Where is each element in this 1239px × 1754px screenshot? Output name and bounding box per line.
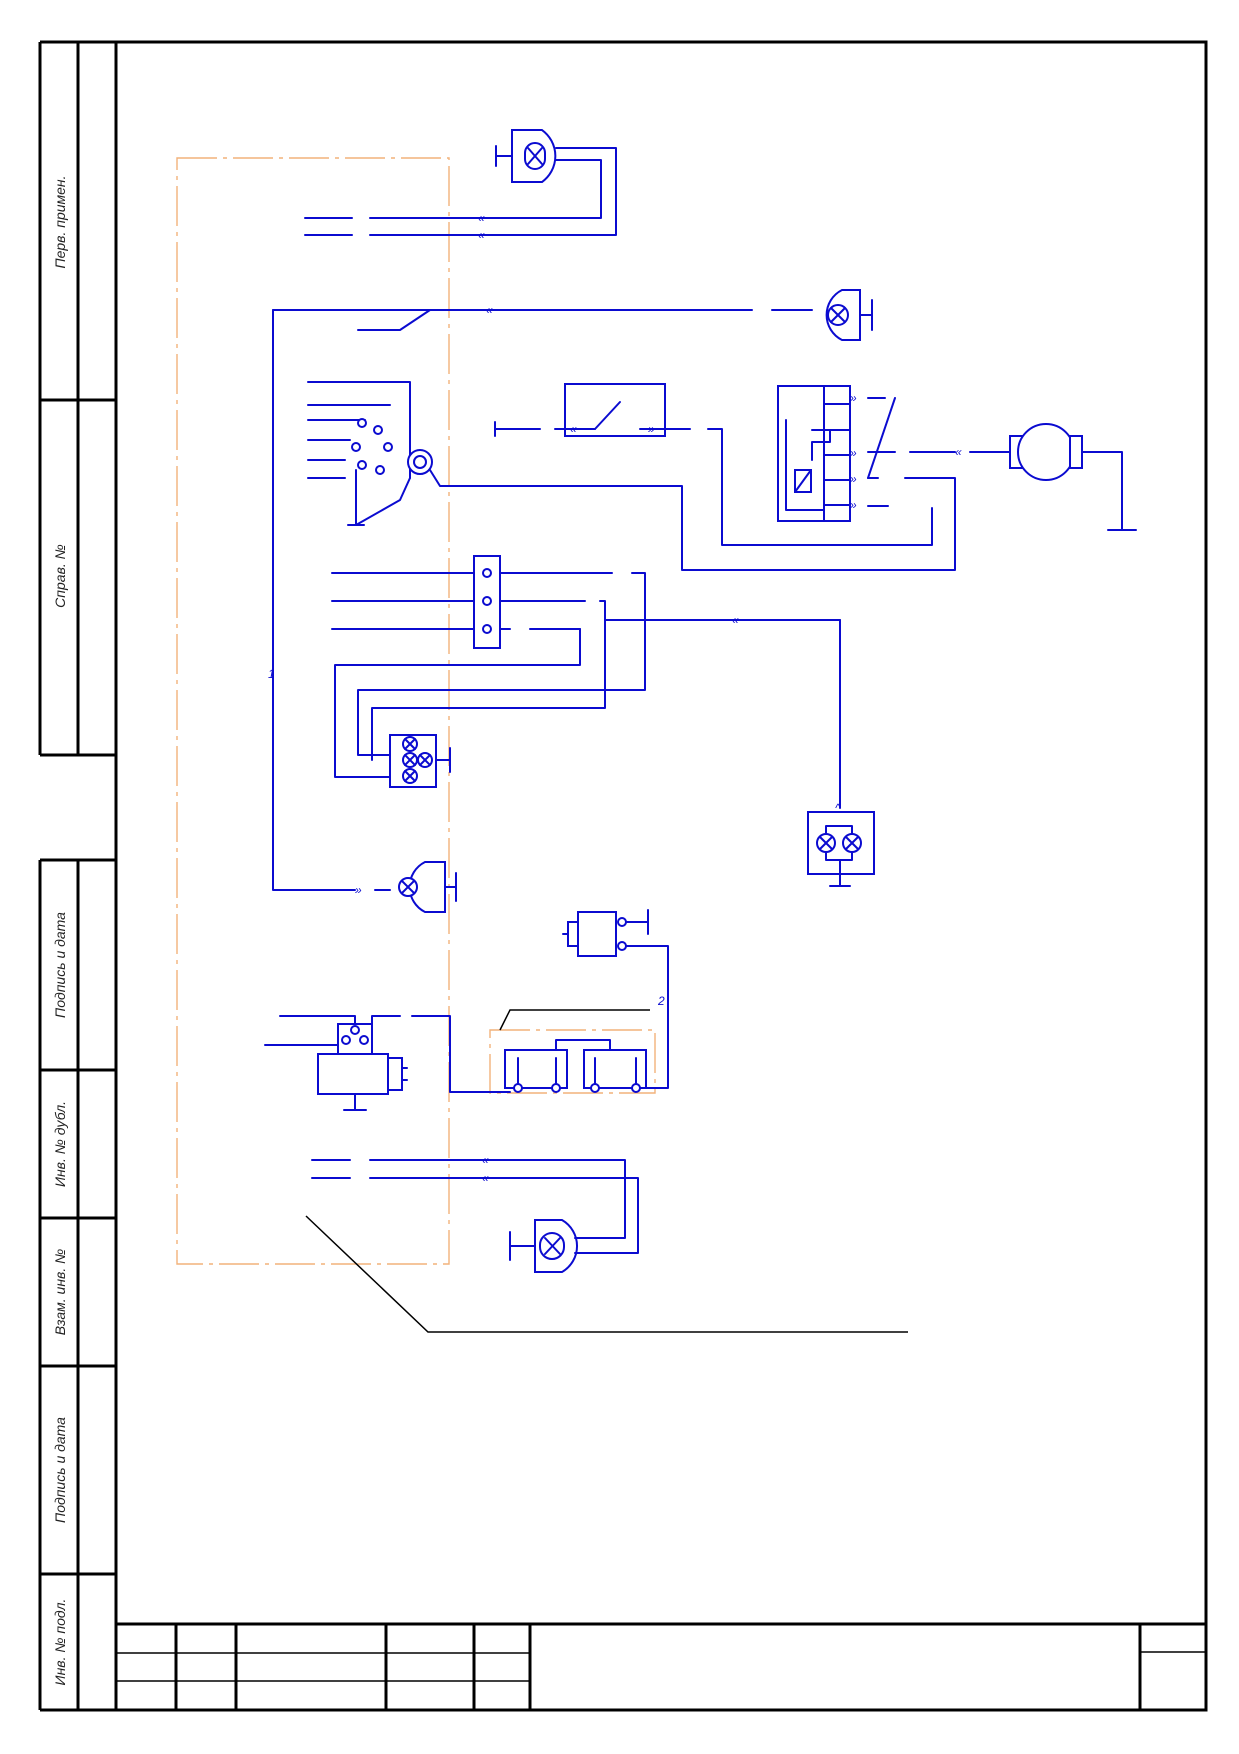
label-podpis-data-2: Подпись и дата bbox=[52, 1417, 68, 1523]
svg-text:»: » bbox=[850, 446, 857, 460]
arrow-switch-in: « bbox=[570, 422, 577, 436]
svg-text:»: » bbox=[850, 498, 857, 512]
arrow-bottom-2: « bbox=[482, 1171, 489, 1185]
fuse-block bbox=[331, 555, 613, 649]
horn bbox=[562, 909, 669, 1089]
arrow-bottom-1: « bbox=[482, 1153, 489, 1167]
wiper-motor: « bbox=[955, 423, 1137, 531]
bus-marker-1: 1 bbox=[268, 667, 275, 681]
tail-lamp-cluster bbox=[389, 734, 451, 788]
arrow-indicator: » bbox=[355, 883, 362, 897]
plate-lamp bbox=[807, 811, 875, 887]
title-block bbox=[116, 1622, 1206, 1710]
relay: » » » » bbox=[777, 385, 896, 522]
label-podpis-data-1: Подпись и дата bbox=[52, 912, 68, 1018]
switch bbox=[494, 383, 691, 437]
starter bbox=[317, 1023, 408, 1111]
svg-text:»: » bbox=[850, 391, 857, 405]
arrow-side-lamp: « bbox=[486, 303, 493, 317]
body-outline bbox=[176, 157, 450, 1265]
svg-text:»: » bbox=[850, 472, 857, 486]
label-vzam-inv: Взам. инв. № bbox=[52, 1249, 68, 1336]
label-sprav-no: Справ. № bbox=[52, 544, 68, 608]
arrow-motor: « bbox=[955, 445, 962, 459]
side-lamp bbox=[825, 289, 873, 341]
arrow-plate-in: ^ bbox=[835, 801, 841, 815]
side-stamp-labels: Перв. примен. Справ. № Подпись и дата Ин… bbox=[52, 175, 68, 1685]
leader-line bbox=[305, 1215, 908, 1333]
bus-marker-2: 2 bbox=[657, 994, 665, 1008]
arrow-top-2: « bbox=[478, 228, 485, 242]
arrow-switch-out: » bbox=[648, 422, 655, 436]
battery-outline bbox=[489, 1029, 656, 1094]
label-inv-podl: Инв. № подл. bbox=[52, 1599, 68, 1686]
arrow-top-1: « bbox=[478, 211, 485, 225]
ignition-switch bbox=[307, 381, 433, 526]
battery-left bbox=[504, 1049, 568, 1093]
drawing-frame bbox=[38, 40, 1208, 1712]
indicator-lamp bbox=[398, 861, 457, 913]
headlamp-bottom bbox=[479, 1159, 639, 1273]
arrow-plate-lamp: « bbox=[732, 613, 739, 627]
wiring: « « « » 1 bbox=[264, 129, 1137, 1273]
headlamp-top bbox=[477, 129, 617, 236]
label-perv-primen: Перв. примен. bbox=[52, 175, 68, 268]
label-inv-dubl: Инв. № дубл. bbox=[52, 1101, 68, 1187]
